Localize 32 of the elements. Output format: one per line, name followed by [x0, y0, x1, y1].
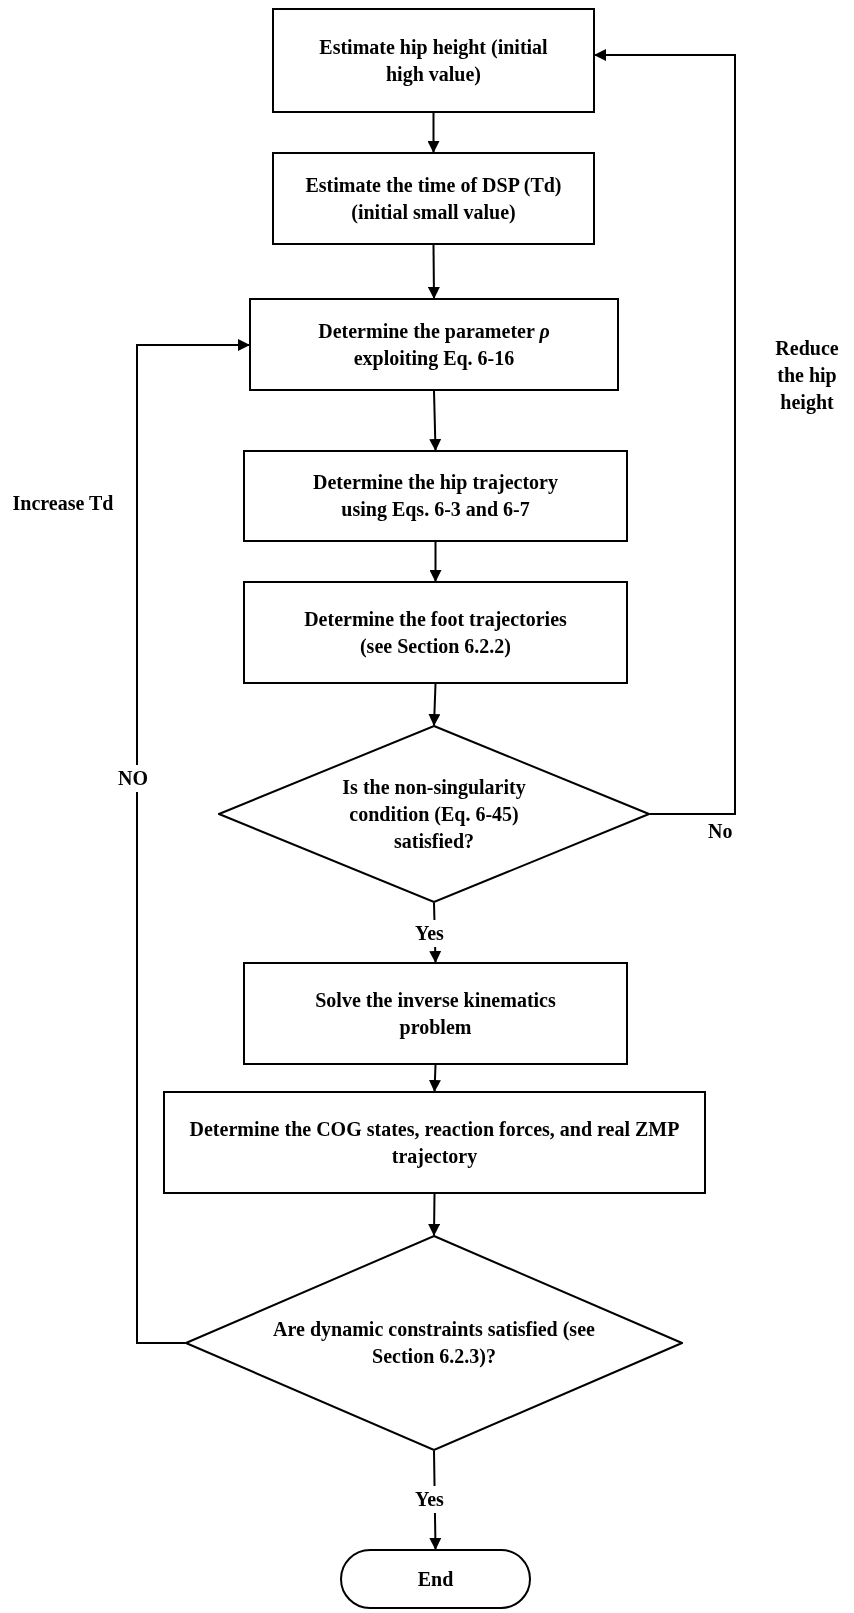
decision-diamond	[185, 1235, 683, 1451]
arrow	[429, 390, 442, 451]
arrow	[427, 112, 440, 153]
node-text: Estimate the time of DSP (Td) (initial small value)	[304, 172, 563, 225]
arrow	[428, 1064, 441, 1092]
node-text: Is the non-singularity condition (Eq. 6-45) satisfied?	[341, 774, 527, 854]
process-box	[272, 152, 595, 245]
terminator-shape	[340, 1549, 531, 1609]
edge-label: Yes	[415, 920, 444, 947]
decision-diamond	[218, 725, 650, 903]
edge-label: NO	[118, 765, 148, 792]
arrow	[594, 49, 736, 815]
arrow	[136, 339, 250, 1344]
arrow	[428, 683, 441, 726]
node-text: Determine the foot trajectories (see Section 6.2.2)	[303, 606, 568, 660]
node-text: Are dynamic constraints satisfied (see Section 6.2.3)?	[272, 1317, 596, 1370]
node-text: Determine the COG states, reaction forces, and real ZMP trajectory	[189, 1116, 680, 1170]
process-box	[163, 1091, 706, 1194]
node-text: Determine the hip trajectory using Eqs. 6-3 and 6-7	[312, 470, 559, 523]
process-box	[272, 8, 595, 113]
edge-label: Yes	[415, 1486, 444, 1513]
process-box	[243, 581, 628, 684]
process-box	[249, 298, 619, 391]
node-text: Estimate hip height (initial high value)	[318, 34, 549, 88]
arrow	[427, 244, 440, 299]
process-box	[243, 962, 628, 1065]
node-text: Determine the parameter ρ exploiting Eq. 6-16	[317, 318, 551, 372]
arrow	[429, 541, 442, 582]
node-text: End	[417, 1566, 454, 1592]
process-box	[243, 450, 628, 542]
node-text: Solve the inverse kinematics problem	[314, 987, 557, 1041]
arrow	[428, 1193, 441, 1236]
